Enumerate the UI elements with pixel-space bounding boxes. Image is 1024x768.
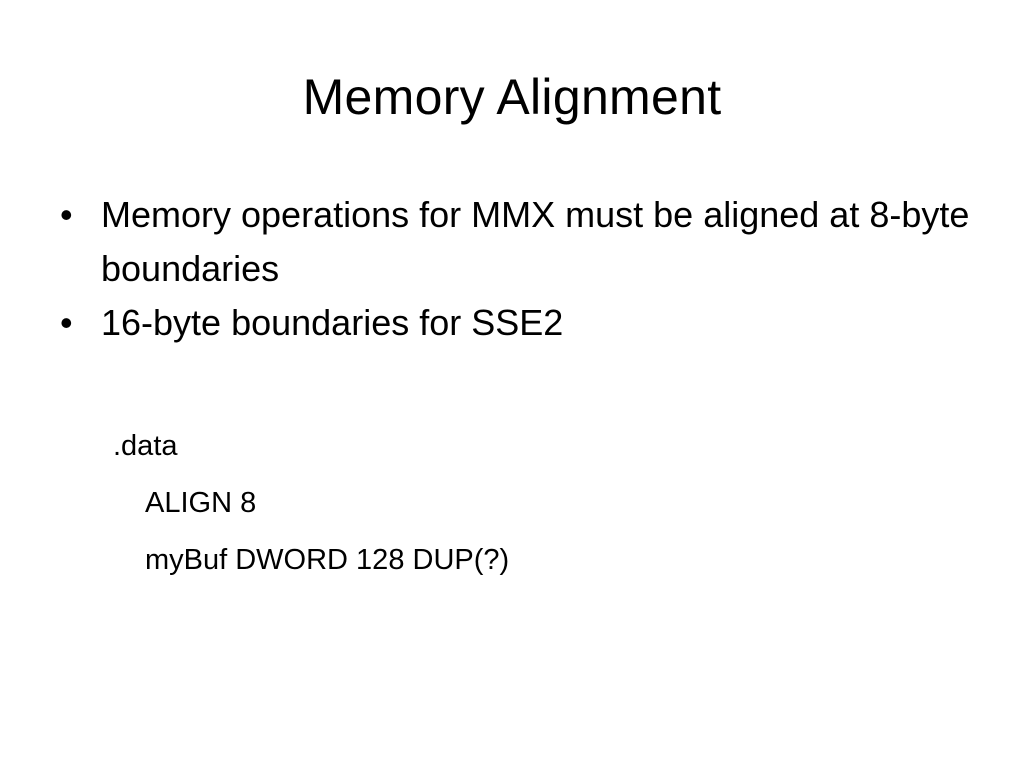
bullet-item-sse2: • 16-byte boundaries for SSE2 — [60, 296, 980, 350]
bullet-text: 16-byte boundaries for SSE2 — [101, 302, 564, 343]
slide-title: Memory Alignment — [302, 69, 722, 125]
code-line-data: .data — [113, 430, 178, 462]
bullet-item-mmx: • Memory operations for MMX must be alig… — [60, 188, 980, 296]
code-line-mybuf: myBuf DWORD 128 DUP(?) — [145, 544, 510, 576]
code-block: .data ALIGN 8 myBuf DWORD 128 DUP(?) — [113, 418, 509, 589]
bullet-dot-icon: • — [60, 194, 73, 235]
bullet-dot-icon: • — [60, 302, 73, 343]
code-line-align: ALIGN 8 — [145, 487, 257, 519]
bullet-text: Memory operations for MMX must be aligne… — [101, 194, 970, 289]
bullet-list: • Memory operations for MMX must be alig… — [60, 188, 980, 350]
